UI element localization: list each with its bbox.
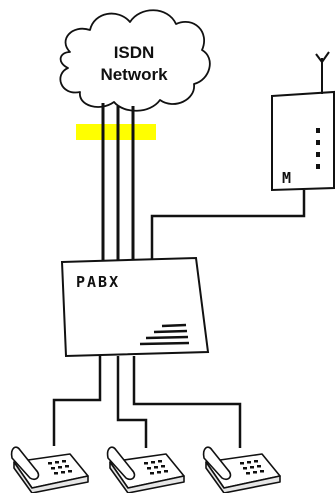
telephone-icon bbox=[204, 447, 280, 493]
phones bbox=[12, 447, 280, 493]
telephone-icon bbox=[12, 447, 88, 493]
modem-link-line bbox=[152, 190, 304, 260]
cloud-label-line1: ISDN bbox=[114, 43, 155, 62]
extension-line-3 bbox=[134, 356, 240, 448]
isdn-cloud: ISDN Network bbox=[60, 10, 209, 111]
cloud-label-line2: Network bbox=[100, 65, 168, 84]
extension-line-1 bbox=[54, 356, 100, 446]
modem-device: M bbox=[272, 52, 334, 190]
antenna-icon bbox=[316, 52, 329, 94]
isdn-connector-band bbox=[76, 124, 156, 140]
pabx-label: PABX bbox=[76, 273, 120, 291]
extension-lines bbox=[54, 356, 240, 448]
extension-line-2 bbox=[118, 356, 146, 448]
telephone-icon bbox=[108, 447, 184, 493]
modem-label: M bbox=[282, 169, 291, 187]
pabx-box: PABX bbox=[62, 258, 208, 356]
